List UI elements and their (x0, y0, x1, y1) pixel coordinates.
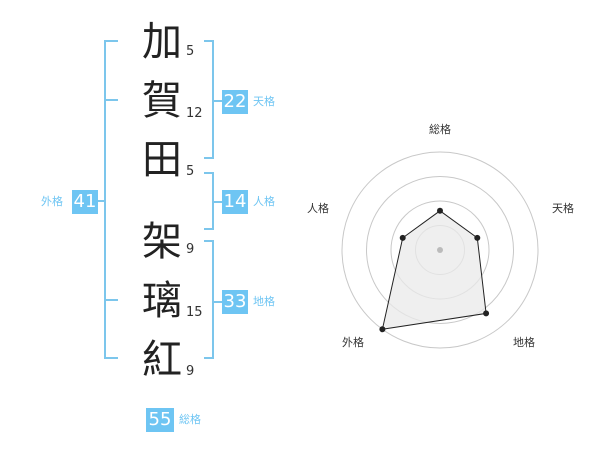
gaikaku-label: 外格 (41, 195, 63, 208)
radar-axis-label-tenkaku: 天格 (552, 201, 574, 215)
tenkaku-connector (212, 100, 222, 102)
jinkaku-bracket-top (204, 172, 214, 174)
tenkaku-bracket (212, 40, 214, 159)
tenkaku-label: 天格 (253, 95, 275, 108)
radar-data-shape (381, 210, 487, 330)
jinkaku-label: 人格 (253, 195, 275, 208)
name-char-5: 璃 (142, 278, 182, 324)
name-char-1: 加 (142, 19, 182, 65)
name-char-3: 田 (142, 137, 182, 183)
radar-axis-label-gaikaku: 外格 (342, 335, 364, 349)
name-char-2: 賀 (142, 78, 182, 124)
gaikaku-bracket-bottom (104, 357, 118, 359)
radar-ring (341, 151, 539, 349)
gaikaku-bracket-tick (104, 299, 118, 301)
tenkaku-bracket-bottom (204, 157, 214, 159)
name-char-4: 架 (142, 219, 182, 265)
stroke-count-2: 12 (186, 106, 203, 121)
soukaku-value-badge: 55 (146, 408, 174, 432)
tenkaku-value-badge: 22 (222, 90, 248, 114)
stroke-count-6: 9 (186, 364, 195, 379)
chikaku-bracket-top (204, 240, 214, 242)
stroke-count-3: 5 (186, 164, 195, 179)
radar-axis-label-jinkaku: 人格 (307, 201, 329, 215)
name-char-6: 紅 (142, 337, 182, 383)
chikaku-bracket (212, 240, 214, 359)
stroke-count-4: 9 (186, 242, 195, 257)
radar-axis-label-soukaku: 総格 (429, 122, 451, 136)
radar-point (483, 310, 490, 317)
radar-axis-label-chikaku: 地格 (513, 335, 535, 349)
soukaku-label: 総格 (179, 413, 201, 426)
radar-point (399, 234, 406, 241)
radar-point (437, 207, 443, 214)
chikaku-label: 地格 (253, 295, 275, 308)
stroke-count-5: 15 (186, 305, 203, 320)
jinkaku-value-badge: 14 (222, 190, 248, 214)
gaikaku-bracket-top (104, 40, 118, 42)
radar-ring (366, 176, 514, 324)
tenkaku-bracket-top (204, 40, 214, 42)
jinkaku-connector (212, 201, 222, 203)
chikaku-bracket-bottom (204, 357, 214, 359)
gaikaku-bracket-tick (104, 99, 118, 101)
gaikaku-connector (96, 200, 106, 202)
stroke-count-1: 5 (186, 44, 195, 59)
gaikaku-bracket (104, 40, 106, 359)
radar-point (474, 234, 481, 241)
gaikaku-value-badge: 41 (72, 190, 98, 214)
jinkaku-bracket-bottom (204, 228, 214, 230)
chikaku-value-badge: 33 (222, 290, 248, 314)
radar-point (379, 326, 386, 333)
radar-center-dot (437, 247, 443, 253)
chikaku-connector (212, 301, 222, 303)
